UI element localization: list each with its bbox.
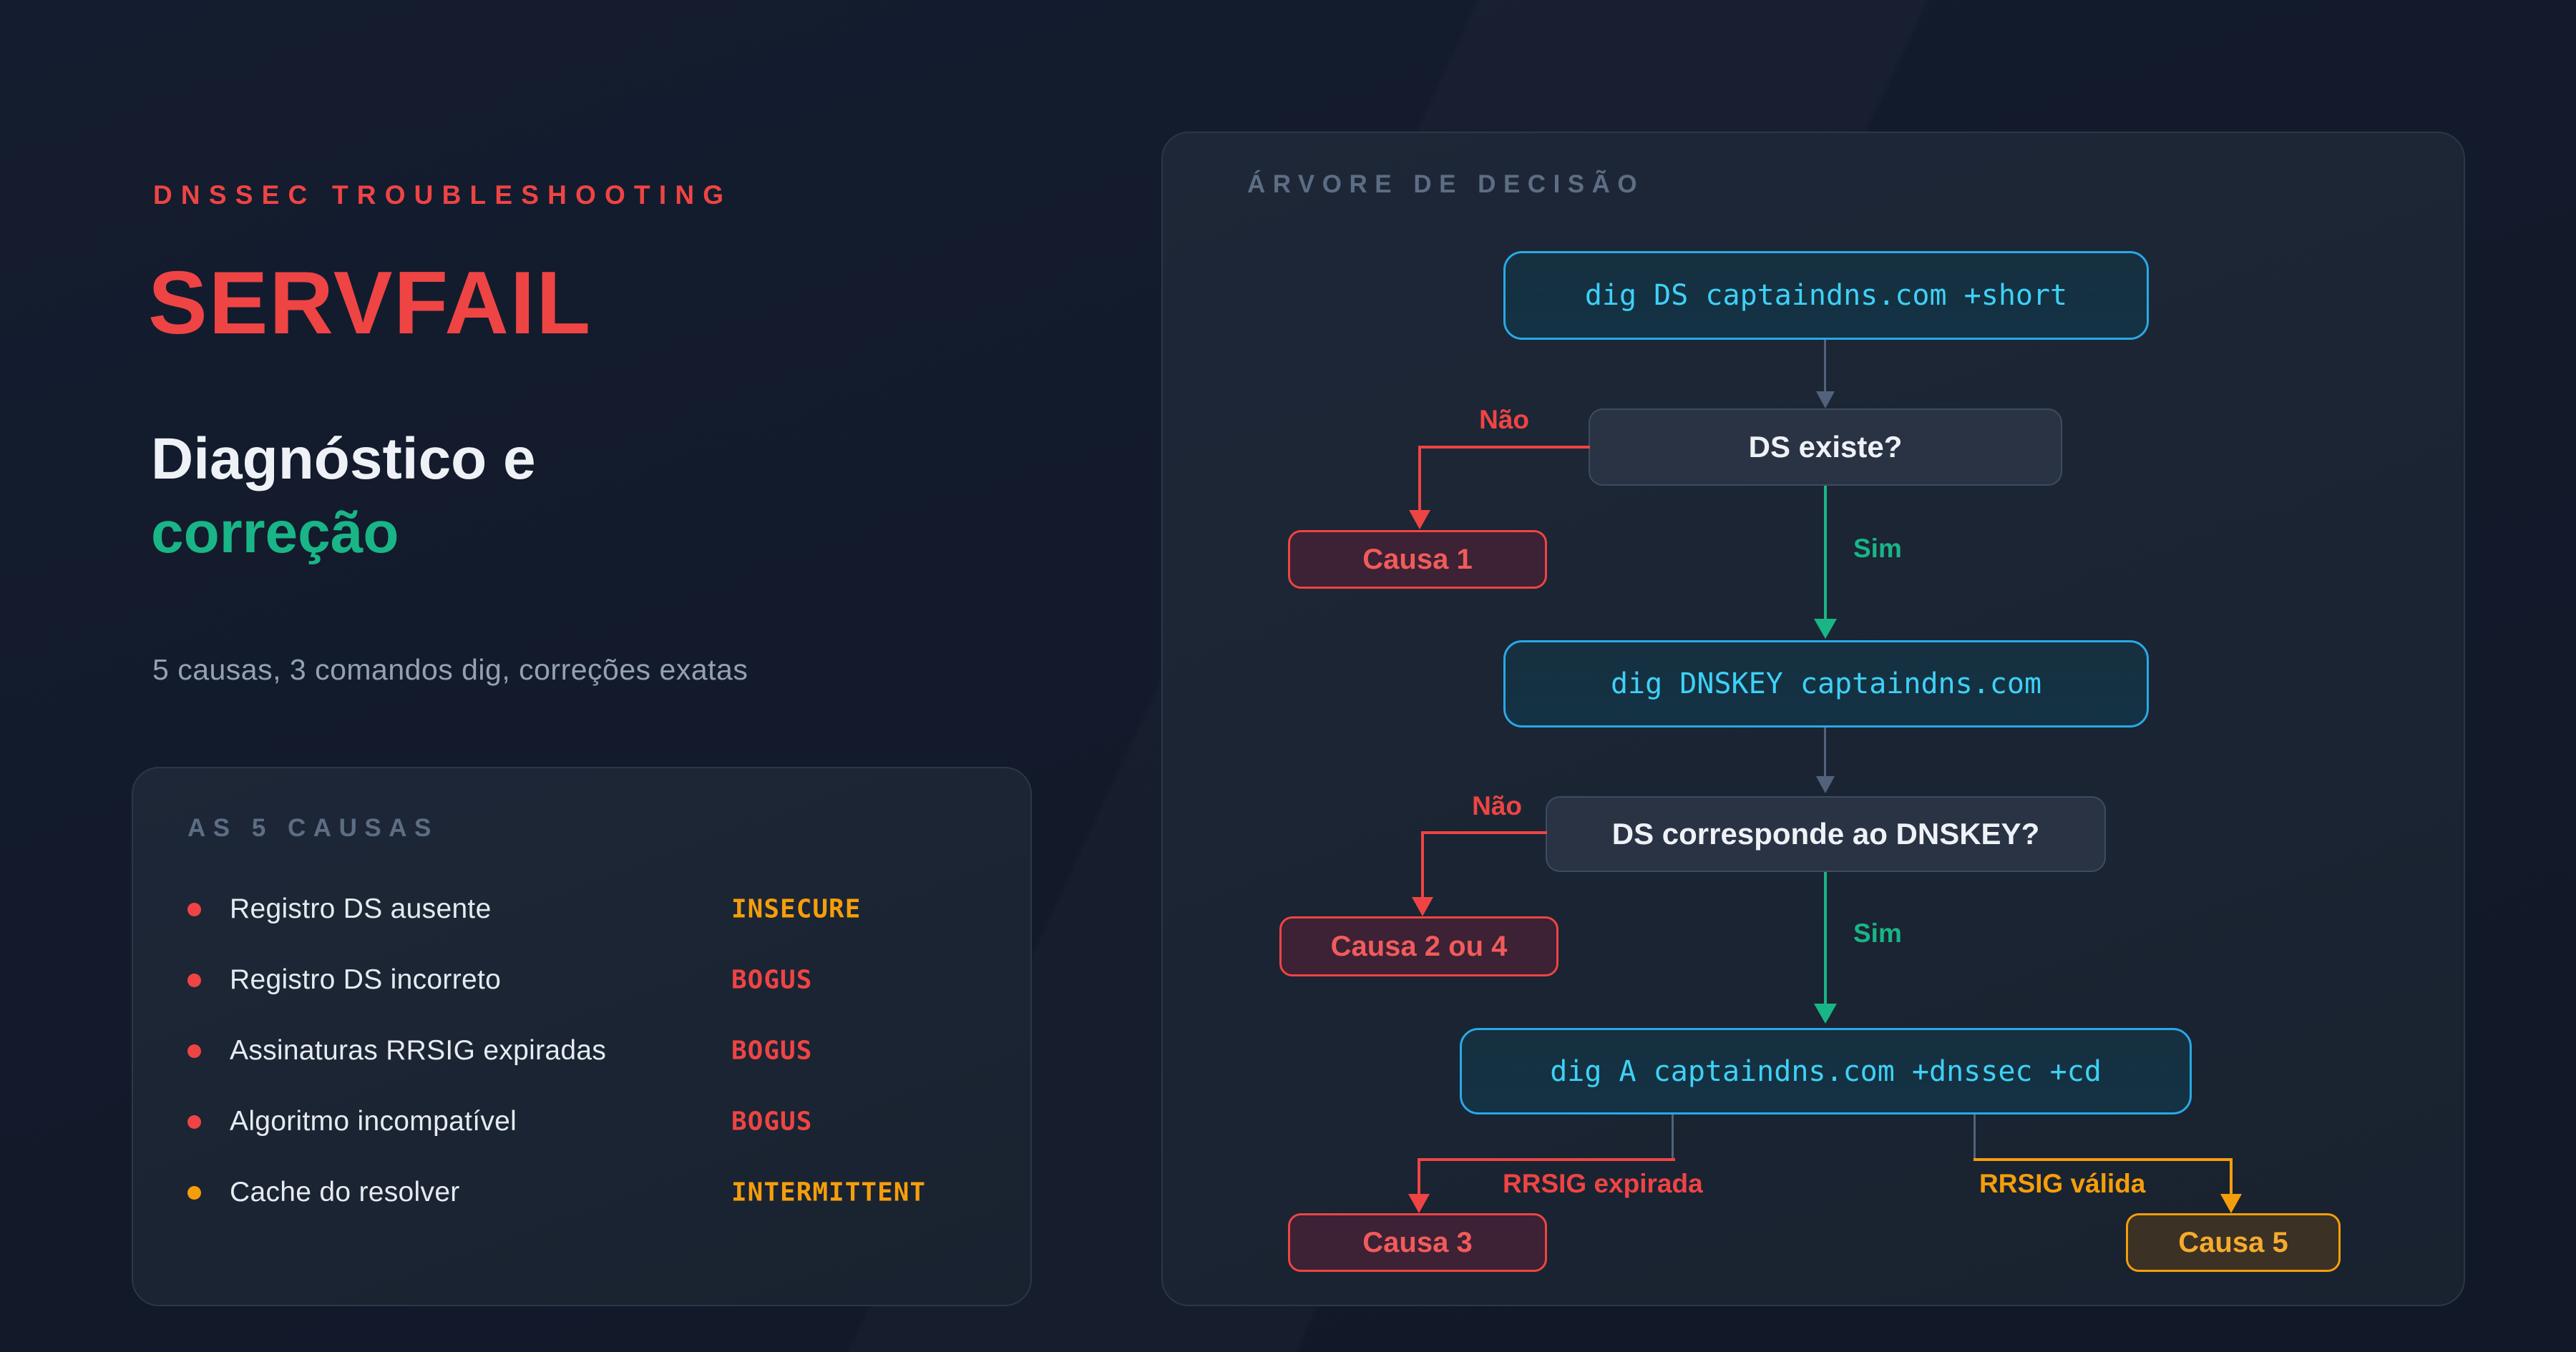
branch-label-yes-2: Sim [1853, 919, 1902, 948]
connector-line [1824, 340, 1826, 393]
connector-line [1421, 831, 1547, 834]
cause-row-5: Cache do resolver INTERMITTENT [187, 1177, 976, 1208]
connector-line [1824, 872, 1827, 1005]
cause-label: Assinaturas RRSIG expiradas [230, 1035, 607, 1066]
cause-bullet-icon [187, 1044, 201, 1058]
branch-label-rrsig-valid: RRSIG válida [1979, 1169, 2146, 1198]
cause-bullet-icon [187, 1115, 201, 1129]
causes-card: AS 5 CAUSAS Registro DS ausente INSECURE… [132, 767, 1032, 1306]
connector-line [1824, 486, 1827, 620]
flow-node-cmd-dig-ds: dig DS captaindns.com +short [1503, 251, 2149, 340]
cause-label: Algoritmo incompatível [230, 1106, 517, 1137]
tree-card-header: ÁRVORE DE DECISÃO [1247, 170, 1645, 198]
connector-line [1974, 1115, 1976, 1161]
cause-label: Registro DS incorreto [230, 964, 502, 995]
flow-node-causa-1: Causa 1 [1288, 530, 1547, 589]
flow-node-cmd-dig-dnskey: dig DNSKEY captaindns.com [1503, 640, 2149, 728]
cause-label: Registro DS ausente [230, 893, 492, 924]
arrowhead-down-icon [1814, 1004, 1837, 1024]
cause-bullet-icon [187, 1185, 201, 1200]
cause-label: Cache do resolver [230, 1177, 460, 1208]
arrowhead-down-icon [1816, 776, 1835, 793]
cause-row-1: Registro DS ausente INSECURE [187, 893, 976, 924]
cause-status-tag: BOGUS [731, 965, 813, 995]
flow-node-q-ds-exists: DS existe? [1589, 408, 2062, 486]
arrowhead-down-icon [1412, 897, 1433, 916]
connector-line [1974, 1158, 2233, 1161]
cause-row-4: Algoritmo incompatível BOGUS [187, 1106, 976, 1137]
branch-label-no-1: Não [1479, 405, 1529, 434]
causes-card-header: AS 5 CAUSAS [187, 814, 439, 842]
arrowhead-down-icon [1409, 510, 1430, 529]
connector-line [1418, 1158, 1675, 1161]
page-subtitle: Diagnóstico e correção [151, 422, 536, 570]
arrowhead-down-icon [1408, 1194, 1430, 1213]
arrowhead-down-icon [2220, 1194, 2242, 1213]
connector-line [1672, 1115, 1674, 1161]
flow-node-causa-2-ou-4: Causa 2 ou 4 [1279, 916, 1558, 976]
subtitle-line-2: correção [151, 500, 399, 566]
cause-row-3: Assinaturas RRSIG expiradas BOGUS [187, 1035, 976, 1066]
connector-line [1421, 831, 1424, 898]
connector-line [1418, 446, 1590, 449]
cause-status-tag: BOGUS [731, 1107, 813, 1137]
flowchart: dig DS captaindns.com +short DS existe? … [1163, 133, 2464, 1305]
arrowhead-down-icon [1814, 619, 1837, 639]
connector-line [2230, 1158, 2233, 1195]
cause-bullet-icon [187, 973, 201, 987]
cause-status-tag: INTERMITTENT [731, 1177, 927, 1208]
connector-line [1418, 446, 1421, 511]
flow-node-q-ds-matches-dnskey: DS corresponde ao DNSKEY? [1546, 796, 2106, 872]
cause-status-tag: BOGUS [731, 1036, 813, 1066]
branch-label-rrsig-expired: RRSIG expirada [1503, 1169, 1703, 1198]
flow-node-cmd-dig-a-dnssec: dig A captaindns.com +dnssec +cd [1460, 1028, 2192, 1115]
connector-line [1824, 728, 1826, 778]
eyebrow-title: DNSSEC TROUBLESHOOTING [153, 180, 733, 210]
flow-node-causa-5: Causa 5 [2126, 1213, 2341, 1272]
branch-label-no-2: Não [1472, 791, 1522, 820]
branch-label-yes-1: Sim [1853, 534, 1902, 563]
flow-node-causa-3: Causa 3 [1288, 1213, 1547, 1272]
decision-tree-card: ÁRVORE DE DECISÃO dig DS captaindns.com … [1161, 132, 2465, 1306]
page-title: SERVFAIL [148, 254, 592, 353]
cause-status-tag: INSECURE [731, 894, 862, 924]
subtitle-line-1: Diagnóstico e [151, 426, 536, 491]
arrowhead-down-icon [1816, 391, 1835, 408]
cause-row-2: Registro DS incorreto BOGUS [187, 964, 976, 995]
connector-line [1418, 1158, 1420, 1195]
tagline: 5 causas, 3 comandos dig, correções exat… [152, 653, 748, 686]
cause-bullet-icon [187, 902, 201, 916]
causes-list: Registro DS ausente INSECURE Registro DS… [187, 893, 976, 1208]
